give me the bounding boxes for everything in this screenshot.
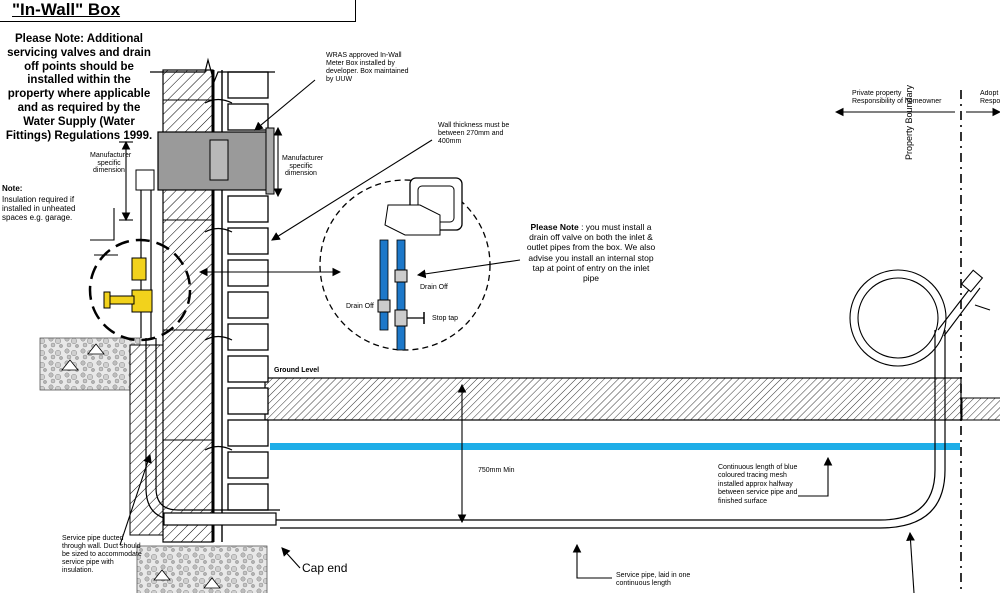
drain-off-note: Please Note : you must install a drain o… (524, 222, 658, 283)
detail-stop-tap: Stop tap (432, 315, 459, 322)
ground-slab (264, 377, 1000, 421)
cap-end-label: Cap end (302, 561, 348, 575)
brick-wall (227, 71, 269, 511)
detail-drain-off-left: Drain Off (346, 303, 374, 310)
leader-lines (90, 79, 1000, 593)
meter-box (157, 127, 275, 195)
service-pipe-laid-note: Service pipe, laid in one continuous len… (616, 572, 691, 588)
wall-ties (204, 98, 233, 451)
depth-label: 750mm Min (478, 467, 515, 474)
riser-pipe (135, 169, 155, 338)
gravel-bottom (136, 545, 268, 593)
note-insulation-heading: Note: (2, 184, 23, 193)
note-servicing-valves: Please Note: Additional servicing valves… (5, 33, 153, 142)
drain-off-note-body: : you must install a drain off valve on … (526, 222, 656, 283)
service-pipe-ducted-note: Service pipe ducted through wall. Duct s… (62, 535, 142, 575)
manufacturer-dimension-right: Manufacturer specific dimension (282, 155, 324, 178)
duct (163, 512, 277, 526)
detail-drain-off-right: Drain Off (420, 284, 448, 291)
title-box (0, 0, 356, 22)
valve-highlight-circle (88, 238, 192, 342)
detail-circle (319, 177, 491, 351)
wall-thickness-note: Wall thickness must be between 270mm and… (438, 122, 510, 146)
tracing-mesh (270, 443, 960, 450)
note-insulation-body: Insulation required if installed in unhe… (2, 195, 76, 223)
gravel-outside (39, 337, 141, 391)
pipe-coil (849, 269, 984, 367)
tracing-mesh-note: Continuous length of blue coloured traci… (718, 464, 798, 505)
manufacturer-dimension-left: Manufacturer specific dimension (90, 152, 132, 175)
adopted-label: Adopt Respo (980, 90, 1000, 106)
page-title: "In-Wall" Box (12, 0, 121, 19)
yellow-valves (103, 257, 153, 313)
wras-note: WRAS approved In-Wall Meter Box installe… (326, 52, 409, 84)
foundation-wall (129, 344, 165, 536)
private-property-label: Private property Responsibility of homeo… (852, 90, 942, 106)
drain-off-note-heading: Please Note (530, 222, 579, 232)
break-line-symbol (150, 57, 275, 84)
gravel-marks (61, 343, 221, 589)
ground-level-label: Ground Level (274, 367, 320, 374)
property-boundary-label: Property Boundary (904, 84, 914, 160)
